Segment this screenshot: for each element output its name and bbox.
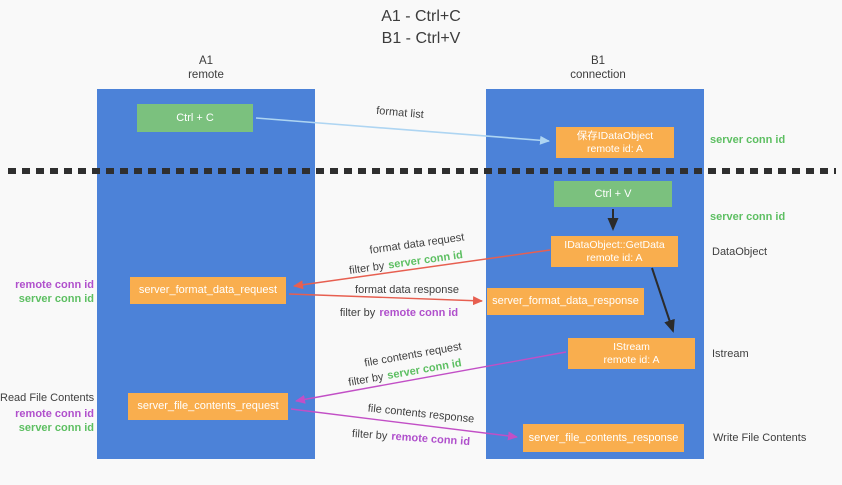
arrow-getdata-to-format-request — [293, 249, 551, 290]
side-label-server-conn-id-2: server conn id — [0, 422, 94, 434]
side-label-dataobject: DataObject — [712, 246, 767, 258]
node-ctrl-v-label: Ctrl + V — [594, 187, 632, 200]
filter-prefix: filter by — [351, 427, 388, 443]
filter-id-remote-conn: remote conn id — [379, 307, 459, 319]
side-label-server-conn-id-mid: server conn id — [710, 211, 785, 223]
arrow-getdata-to-istream — [651, 267, 675, 333]
side-label-text: DataObject — [712, 246, 768, 258]
node-save-dataobject-line2: remote id: A — [586, 142, 644, 155]
node-idataobject-getdata: IDataObject::GetData remote id: A — [551, 236, 678, 267]
arrow-format-list — [255, 117, 550, 145]
node-file-request-label: server_file_contents_request — [137, 400, 279, 412]
side-label-istream: Istream — [712, 348, 749, 360]
side-label-write-file-contents: Write File Contents — [713, 432, 806, 444]
node-getdata-line1: IDataObject::GetData — [564, 238, 665, 251]
label-format-data-response: format data response — [355, 284, 459, 296]
node-ctrl-c: Ctrl + C — [137, 104, 253, 132]
node-file-response-label: server_file_contents_response — [528, 431, 679, 444]
node-format-request-label: server_format_data_request — [138, 284, 278, 296]
node-istream: IStream remote id: A — [568, 338, 695, 369]
node-ctrl-v: Ctrl + V — [554, 181, 672, 207]
label-format-data-response-text: format data response — [355, 284, 459, 296]
node-save-dataobject: 保存IDataObject remote id: A — [556, 127, 674, 158]
side-label-text: Read File Contents — [0, 392, 95, 404]
node-save-dataobject-line1: 保存IDataObject — [576, 129, 654, 142]
filter-prefix: filter by — [339, 307, 376, 319]
node-istream-line1: IStream — [613, 340, 650, 353]
side-label-text: server conn id — [710, 211, 786, 223]
node-server-file-contents-response: server_file_contents_response — [523, 424, 684, 452]
node-server-file-contents-request: server_file_contents_request — [128, 393, 288, 420]
arrow-format-request-to-response — [288, 293, 483, 306]
side-label-text: server conn id — [710, 134, 786, 146]
side-label-text: server conn id — [18, 422, 94, 434]
node-getdata-line2: remote id: A — [586, 251, 643, 264]
side-label-text: remote conn id — [15, 279, 94, 291]
diagram-title: A1 - Ctrl+C B1 - Ctrl+V — [0, 6, 842, 50]
node-server-format-data-request: server_format_data_request — [130, 277, 286, 304]
column-a1-name: A1 — [198, 55, 214, 67]
arrow-file-request-to-response — [290, 408, 518, 441]
session-divider-dotted-line — [8, 168, 836, 174]
column-b1-name: B1 — [590, 55, 606, 67]
node-format-response-label: server_format_data_response — [492, 295, 639, 307]
node-ctrl-c-label: Ctrl + C — [176, 111, 214, 124]
side-label-server-conn-id-1: server conn id — [0, 293, 94, 305]
title-line-1: A1 - Ctrl+C — [381, 8, 461, 25]
side-label-read-file-contents: Read File Contents — [0, 392, 94, 404]
side-label-server-conn-id-top: server conn id — [710, 134, 785, 146]
side-label-text: Write File Contents — [713, 432, 807, 444]
side-label-remote-conn-id-2: remote conn id — [0, 408, 94, 420]
node-istream-line2: remote id: A — [603, 353, 660, 366]
title-line-2: B1 - Ctrl+V — [381, 30, 461, 47]
node-server-format-data-response: server_format_data_response — [487, 288, 644, 315]
side-label-text: Istream — [712, 348, 749, 360]
column-header-a1: A1 remote — [136, 54, 276, 82]
column-header-b1: B1 connection — [528, 54, 668, 82]
side-label-remote-conn-id-1: remote conn id — [0, 279, 94, 291]
side-label-text: remote conn id — [15, 408, 94, 420]
label-filter-remote-conn-1: filter by remote conn id — [340, 307, 458, 319]
arrow-istream-to-file-request — [295, 351, 567, 404]
column-b1-role: connection — [570, 69, 626, 81]
side-label-text: server conn id — [18, 293, 94, 305]
column-a1-role: remote — [188, 69, 224, 81]
